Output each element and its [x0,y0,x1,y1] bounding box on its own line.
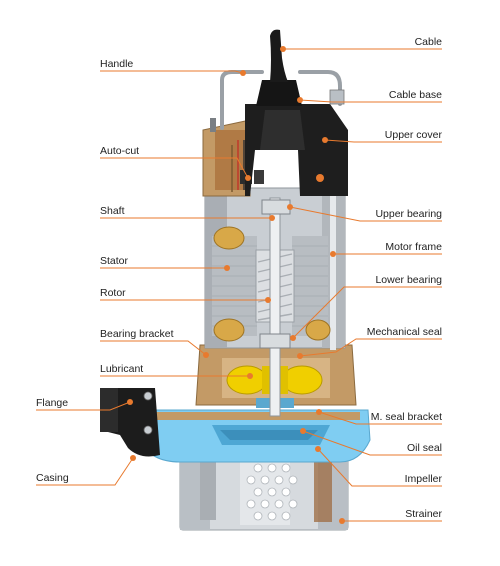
leader-casing [36,457,134,486]
dot-mechanical-seal [297,353,303,359]
dot-cable [280,46,286,52]
upper-cover-body [245,104,348,196]
dot-upper-bearing [287,204,293,210]
label-mechanical-seal: Mechanical seal [366,326,442,338]
label-rotor: Rotor [100,287,126,299]
handle-body [220,70,342,130]
stator-body [212,226,331,342]
cable-base-body [256,80,302,106]
leader-impeller [317,448,442,487]
dot-strainer [339,518,345,524]
leader-cable-base [299,99,442,103]
label-stator: Stator [100,255,129,267]
leader-mechanical-seal [299,338,442,357]
label-casing: Casing [36,472,69,484]
label-lubricant: Lubricant [100,363,144,375]
dot-lower-bearing [290,335,296,341]
leader-flange [36,401,131,411]
leader-upper-bearing [289,206,442,222]
label-cable-base: Cable base [388,89,442,101]
label-strainer: Strainer [405,508,442,520]
dot-auto-cut [245,175,251,181]
dot-shaft [269,215,275,221]
dot-casing [130,455,136,461]
flange-body [100,388,160,457]
label-lower-bearing: Lower bearing [375,274,442,286]
label-handle: Handle [100,58,134,70]
dot-cable-base [297,97,303,103]
leader-lines [36,48,442,522]
dot-upper-cover [322,137,328,143]
leader-upper-cover [324,139,442,143]
label-cable: Cable [414,36,442,48]
label-shaft: Shaft [100,205,125,217]
label-impeller: Impeller [404,473,442,485]
strainer-body [179,451,349,531]
leader-endpoints [127,46,345,524]
upper-bearing-body [261,199,291,215]
leader-bearing-bracket [100,340,207,356]
label-upper-cover: Upper cover [384,129,442,141]
dot-rotor [265,297,271,303]
dot-handle [240,70,246,76]
label-auto-cut: Auto-cut [100,145,140,157]
dot-lubricant [247,373,253,379]
leader-auto-cut [100,157,249,179]
label-bearing-bracket: Bearing bracket [100,328,174,340]
shaft-body [269,197,281,417]
dot-motor-frame [330,251,336,257]
dot-flange [127,399,133,405]
cable-body [270,29,288,83]
lower-bearing-body [259,333,291,349]
label-motor-frame: Motor frame [385,241,442,253]
label-upper-bearing: Upper bearing [375,208,442,220]
dot-bearing-bracket [203,352,209,358]
dot-m-seal-bracket [316,409,322,415]
label-m-seal-bracket: M. seal bracket [370,411,442,423]
dot-impeller [315,446,321,452]
leader-m-seal-bracket [318,411,442,425]
leader-lower-bearing [292,286,442,339]
dot-stator [224,265,230,271]
leader-handle [100,70,244,74]
label-oil-seal: Oil seal [406,442,442,454]
dot-oil-seal [300,428,306,434]
leader-oil-seal [302,430,442,456]
label-flange: Flange [36,397,69,409]
